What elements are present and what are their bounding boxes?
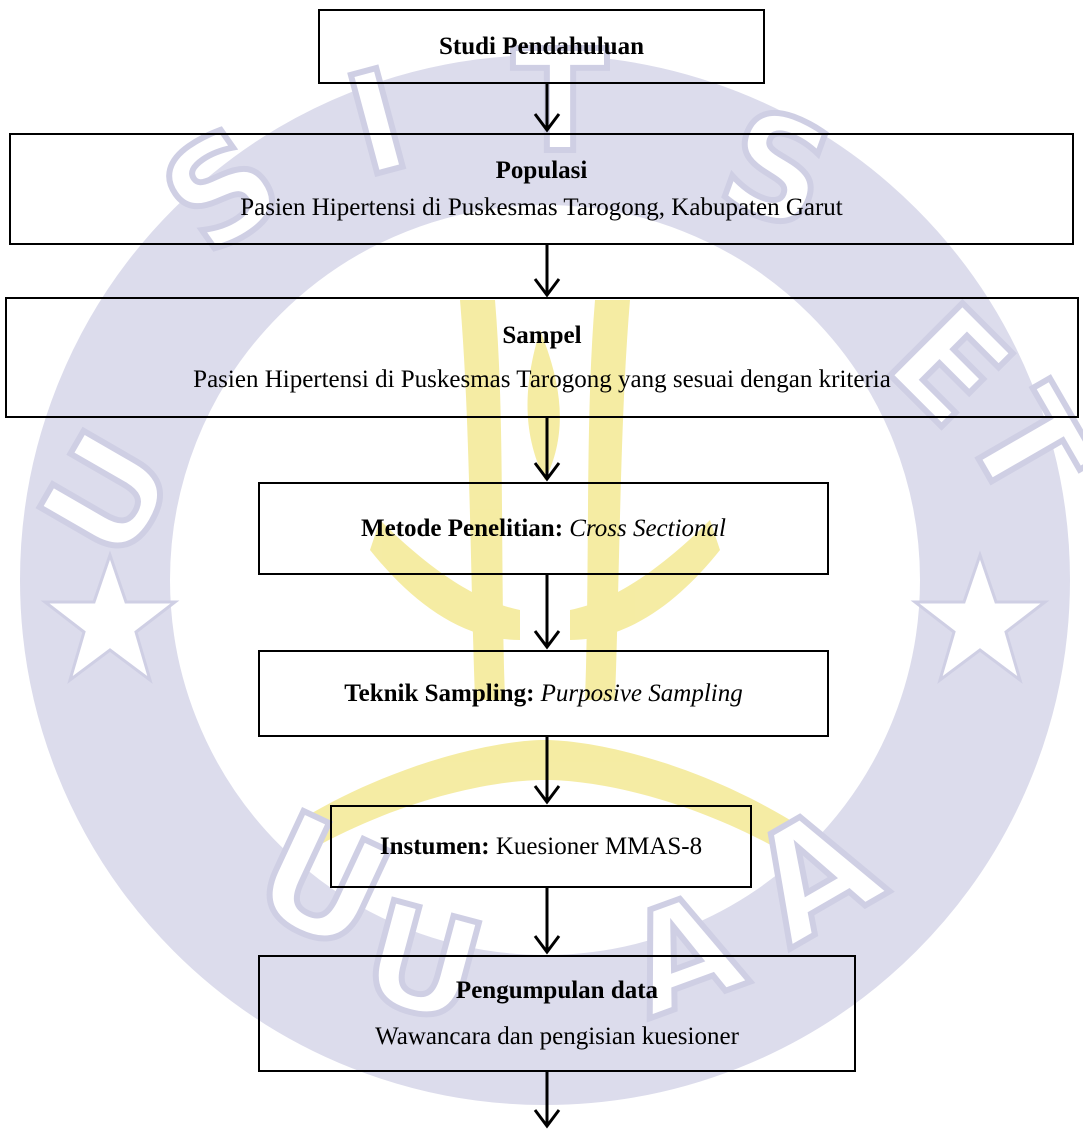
arrow-2-to-3 — [533, 245, 561, 298]
step-metode-penelitian: Metode Penelitian: Cross Sectional — [258, 482, 829, 575]
step-populasi: Populasi Pasien Hipertensi di Puskesmas … — [9, 133, 1074, 245]
step-title: Studi Pendahuluan — [439, 32, 644, 60]
arrow-3-to-4 — [533, 418, 561, 482]
arrow-6-to-7 — [533, 888, 561, 955]
watermark-star-left — [40, 550, 180, 684]
step-value: Purposive Sampling — [540, 679, 743, 707]
step-line: Instumen: Kuesioner MMAS-8 — [380, 831, 702, 862]
step-sampel: Sampel Pasien Hipertensi di Puskesmas Ta… — [5, 297, 1079, 418]
step-pengumpulan-data: Pengumpulan data Wawancara dan pengisian… — [258, 955, 856, 1072]
step-title: Teknik Sampling: — [344, 679, 535, 707]
step-title: Populasi — [495, 156, 588, 184]
step-title: Pengumpulan data — [455, 977, 659, 1005]
step-instumen: Instumen: Kuesioner MMAS-8 — [330, 805, 752, 888]
watermark-ring — [20, 55, 1070, 1105]
step-description: Pasien Hipertensi di Puskesmas Tarogong … — [193, 365, 891, 393]
watermark-gold-emblem — [300, 300, 790, 850]
arrow-1-to-2 — [533, 84, 561, 133]
watermark-star-right — [910, 550, 1050, 684]
step-line: Metode Penelitian: Cross Sectional — [361, 513, 726, 544]
step-studi-pendahuluan: Studi Pendahuluan — [318, 9, 765, 84]
step-line: Teknik Sampling: Purposive Sampling — [344, 678, 742, 709]
arrow-4-to-5 — [533, 575, 561, 650]
step-value: Cross Sectional — [569, 514, 726, 542]
step-value: Kuesioner MMAS-8 — [495, 832, 703, 860]
arrow-7-continue — [533, 1072, 561, 1129]
step-title: Metode Penelitian: — [361, 514, 564, 542]
step-teknik-sampling: Teknik Sampling: Purposive Sampling — [258, 650, 829, 737]
arrow-5-to-6 — [533, 737, 561, 805]
step-title: Sampel — [502, 322, 582, 350]
step-description: Pasien Hipertensi di Puskesmas Tarogong,… — [240, 194, 843, 221]
svg-text:T: T — [512, 21, 608, 184]
step-title: Instumen: — [379, 832, 490, 860]
step-description: Wawancara dan pengisian kuesioner — [375, 1022, 739, 1050]
